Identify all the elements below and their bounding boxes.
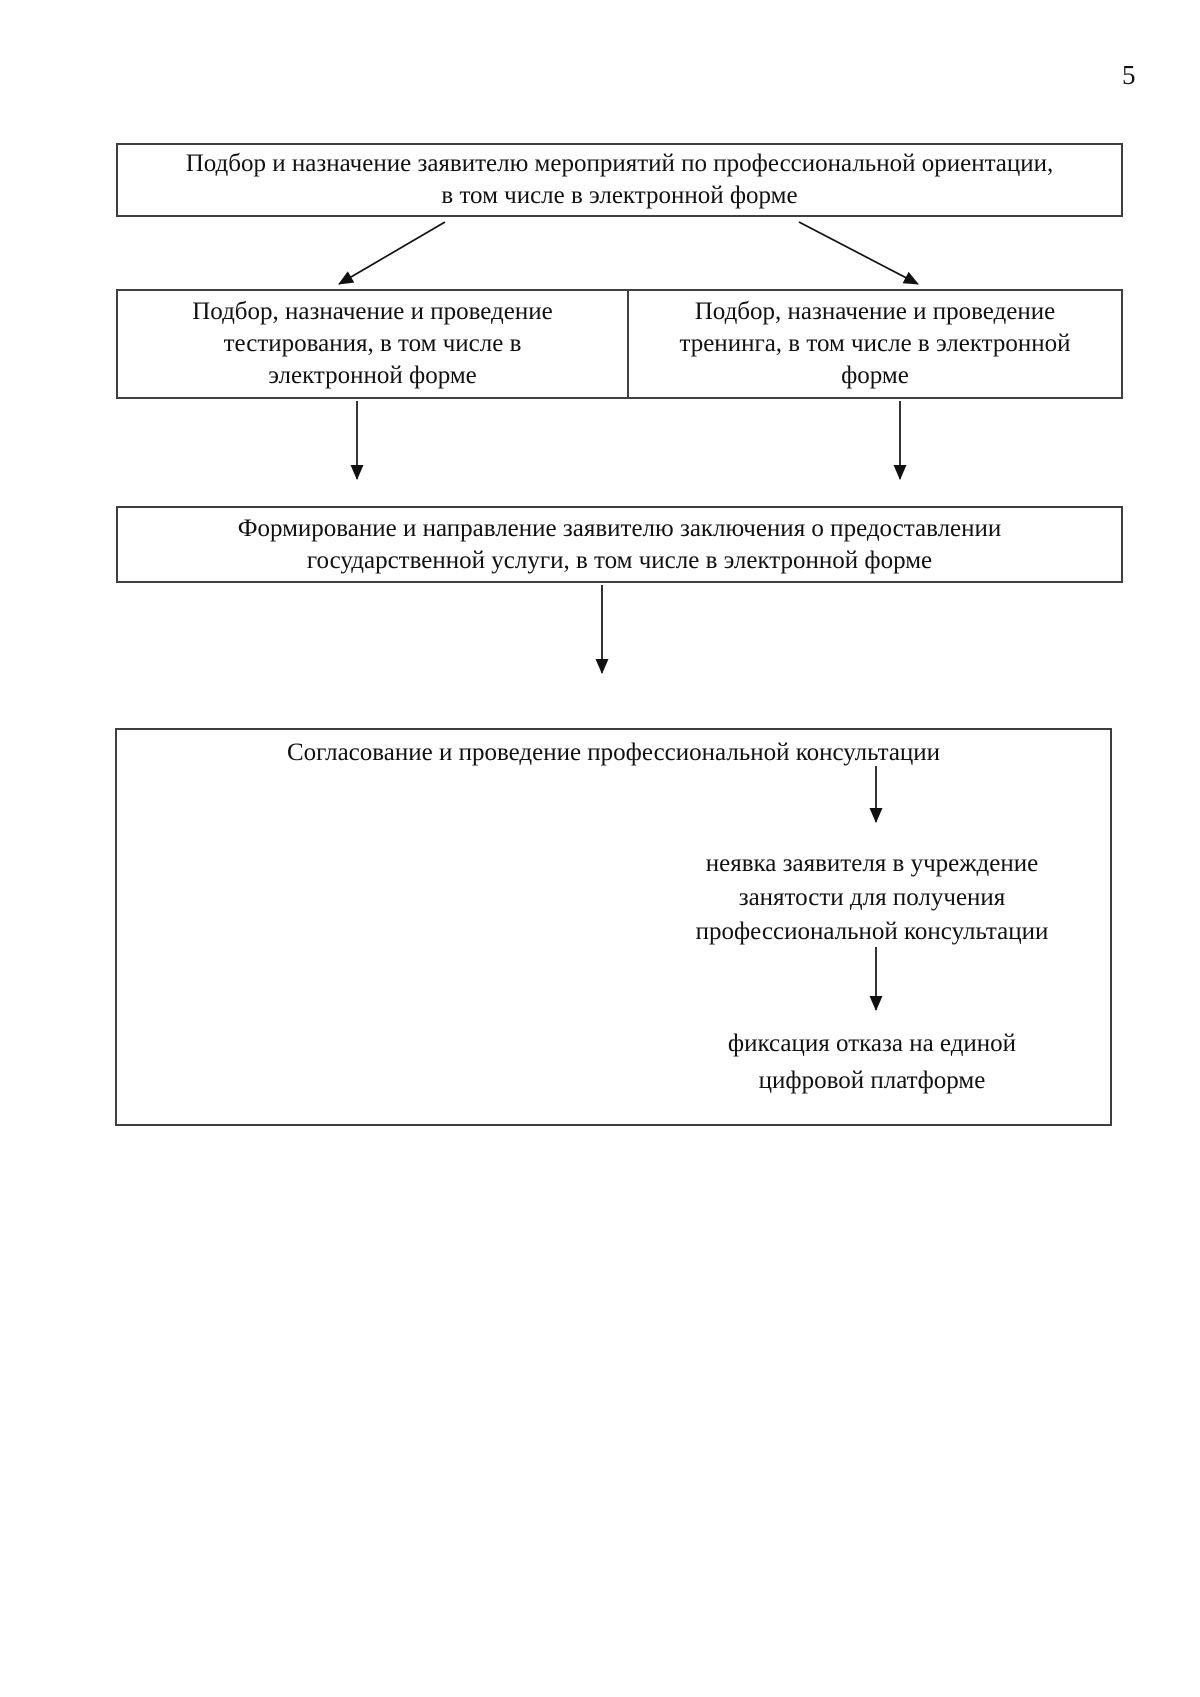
flow-text-consultation: Согласование и проведение профессиональн… (286, 739, 941, 766)
flow-node-consultation-group: Согласование и проведение профессиональн… (115, 728, 1112, 1126)
arrow-orientation-to-testing (338, 221, 446, 285)
flow-row-testing-training: Подбор, назначение и проведение тестиров… (116, 289, 1123, 399)
flow-node-conclusion: Формирование и направление заявителю зак… (116, 506, 1123, 583)
page-number: 5 (1122, 60, 1136, 90)
flow-node-orientation: Подбор и назначение заявителю мероприяти… (116, 143, 1123, 217)
flow-text-no-show: неявка заявителя в учреждение занятости … (695, 850, 1049, 945)
flow-node-training: Подбор, назначение и проведение тренинга… (627, 291, 1121, 397)
flow-node-testing: Подбор, назначение и проведение тестиров… (192, 298, 553, 389)
flow-text-refusal: фиксация отказа на единой цифровой платф… (727, 1030, 1017, 1094)
arrow-orientation-to-training (798, 221, 919, 285)
